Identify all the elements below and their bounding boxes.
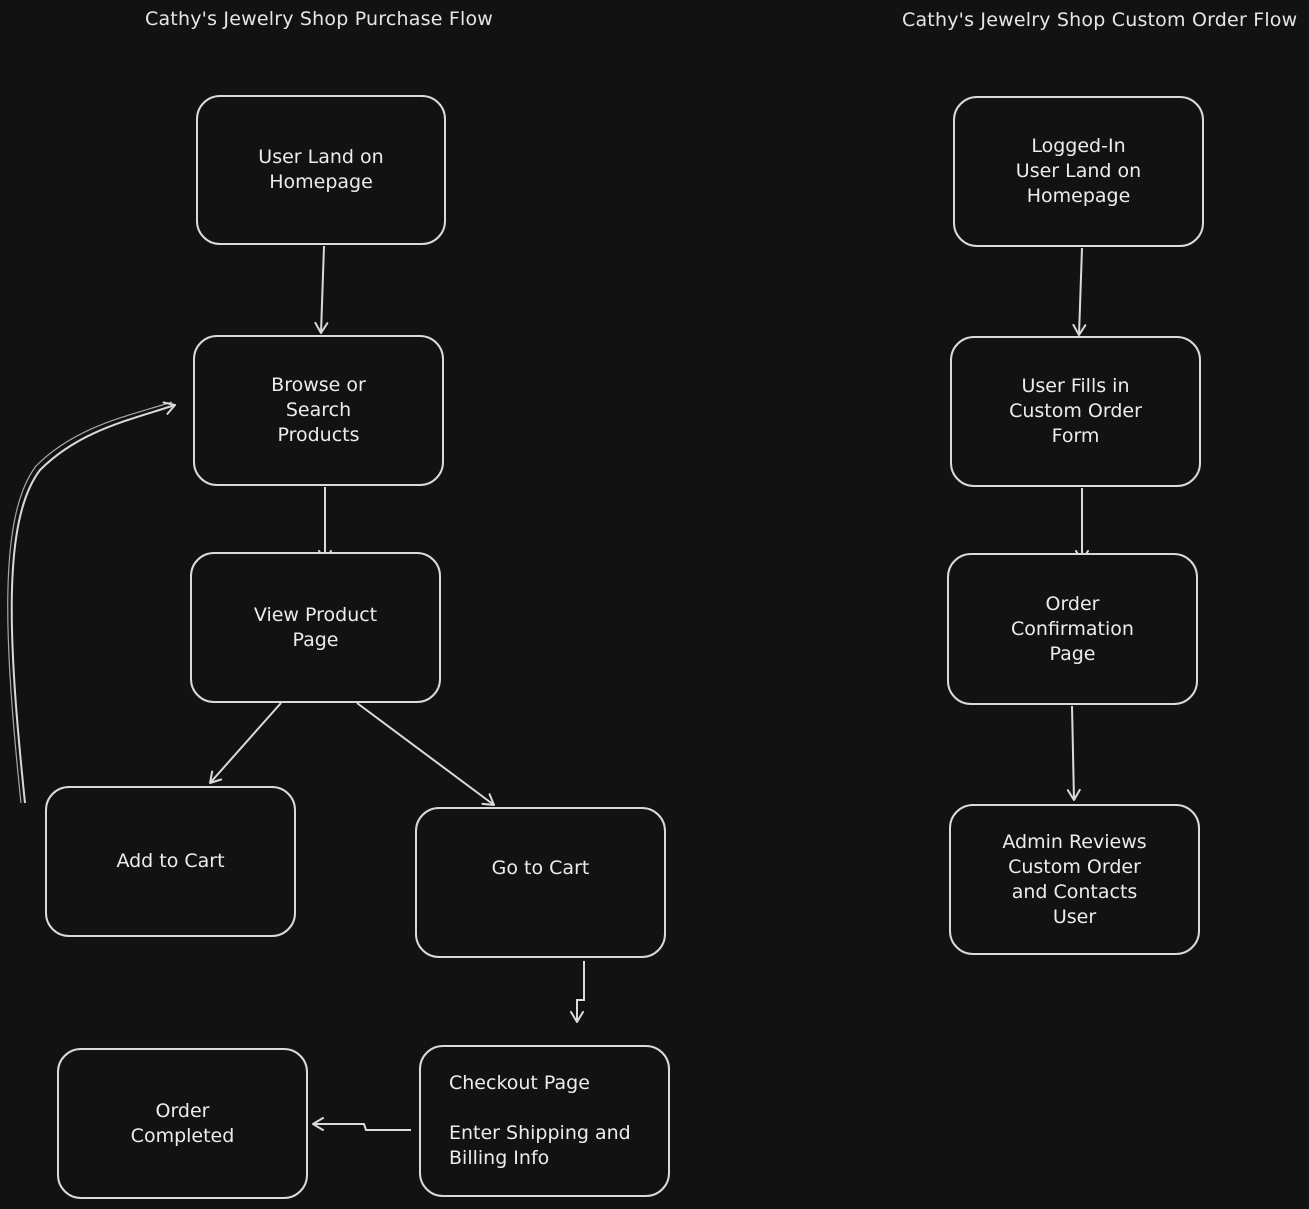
node-label-line: Confirmation [1011, 617, 1134, 640]
node-label-line: Search [285, 399, 352, 421]
node-checkout-page: Checkout Page Enter Shipping and Billing… [419, 1045, 670, 1197]
node-label-line: Add to Cart [116, 850, 225, 872]
node-logged-in-user-land-on-homepage: Logged-In User Land on Homepage [953, 96, 1204, 247]
node-label-line: Admin Reviews [1002, 830, 1147, 853]
node-label-line: Page [292, 628, 339, 651]
arrow-custom-landing-to-form [1072, 247, 1087, 336]
node-label-line: View Product [253, 603, 378, 626]
node-label-line: Order [155, 1099, 210, 1122]
node-label-line: Browse or [271, 374, 366, 396]
node-label-line: Custom Order [1009, 400, 1142, 422]
node-label-line: Billing Info [449, 1147, 550, 1169]
node-user-fills-custom-order-form: User Fills in Custom Order Form [950, 336, 1201, 487]
node-label-line: User Land on [258, 146, 384, 168]
node-label-line: and Contacts [1011, 880, 1138, 903]
node-label-line: Products [277, 424, 360, 446]
node-browse-or-search-products: Browse or Search Products [193, 335, 444, 486]
node-order-completed: Order Completed [57, 1048, 308, 1199]
purchase-flow-title: Cathy's Jewelry Shop Purchase Flow [145, 8, 494, 30]
node-order-confirmation-page: Order Confirmation Page [947, 553, 1198, 705]
node-label-line: Form [1051, 425, 1100, 447]
node-label-line: Homepage [1026, 185, 1131, 207]
node-label-line: User Land on [1015, 160, 1142, 182]
node-label-line: Enter Shipping and [449, 1122, 631, 1144]
arrow-landing-to-browse [314, 245, 329, 334]
node-label-line: User [1052, 905, 1097, 928]
node-view-product-page: View Product Page [190, 552, 441, 703]
node-label-line: Checkout Page [449, 1072, 590, 1094]
node-add-to-cart: Add to Cart [45, 786, 296, 937]
arrow-checkout-to-completed [312, 1117, 411, 1131]
node-label-line: Page [1049, 642, 1096, 665]
arrow-confirmation-to-admin [1066, 705, 1081, 801]
arrow-add-to-cart-back-to-browse-double [7, 401, 173, 804]
arrow-add-to-cart-back-to-browse [10, 401, 176, 804]
node-label-line: User Fills in [1021, 375, 1130, 397]
arrow-go-to-cart-to-checkout [570, 961, 585, 1023]
custom-order-flow-title: Cathy's Jewelry Shop Custom Order Flow [902, 9, 1298, 31]
node-label-line: Order [1045, 592, 1100, 615]
arrow-product-to-go-to-cart [356, 702, 495, 806]
node-label-line: Homepage [269, 171, 373, 193]
node-label-line: Logged-In [1031, 135, 1126, 157]
node-user-land-on-homepage: User Land on Homepage [196, 95, 446, 245]
arrow-product-to-add-to-cart [209, 702, 282, 784]
node-label-line: Completed [130, 1124, 235, 1147]
node-label-line: Go to Cart [491, 857, 590, 879]
node-label-line: Custom Order [1008, 855, 1141, 878]
node-admin-reviews-custom-order: Admin Reviews Custom Order and Contacts … [949, 804, 1200, 955]
node-go-to-cart: Go to Cart [415, 807, 666, 958]
